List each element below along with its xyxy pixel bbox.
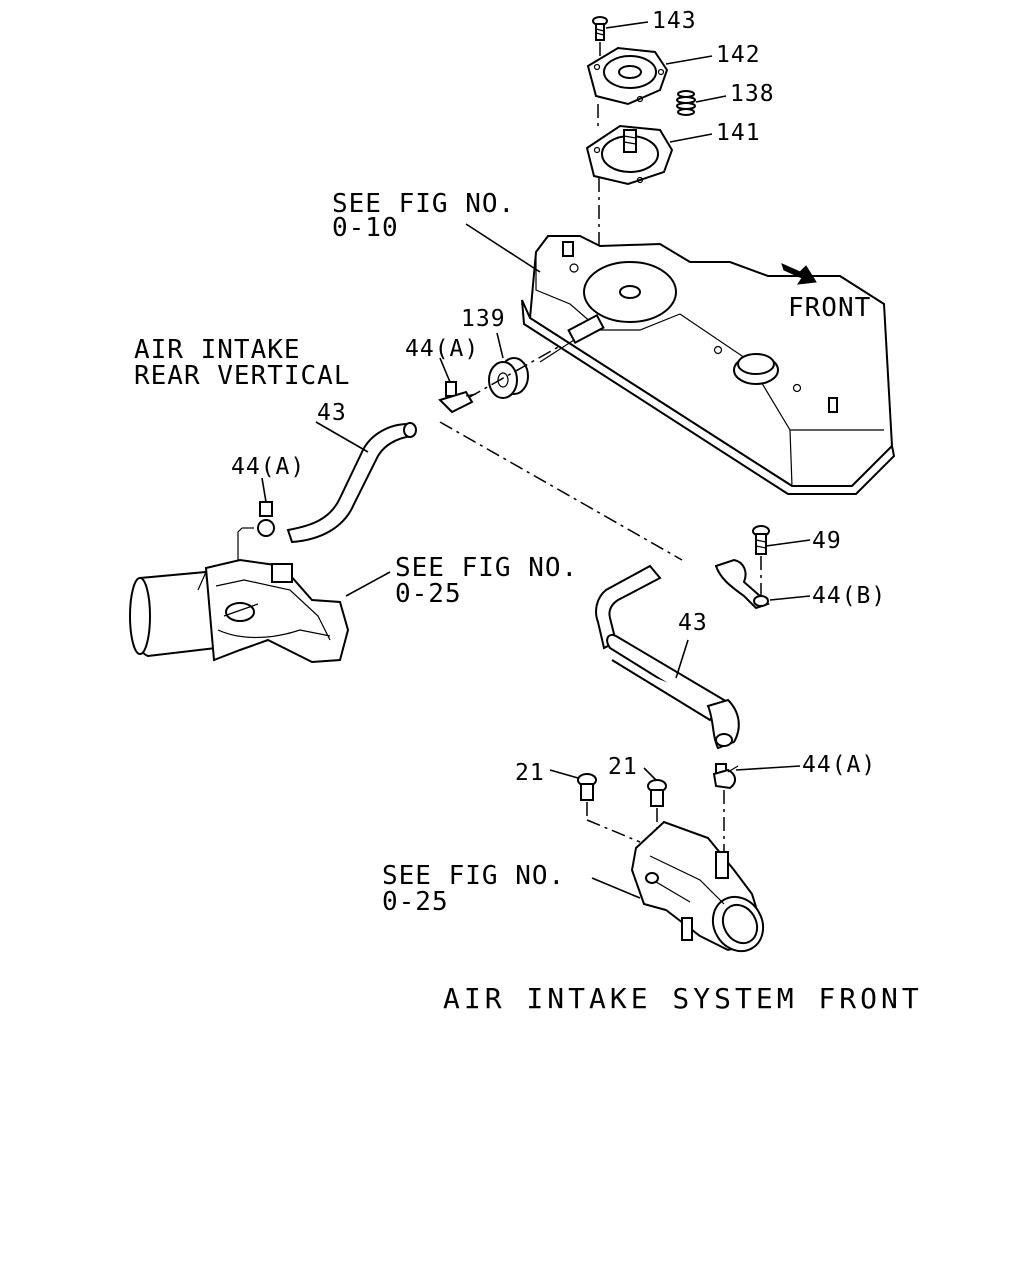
callout-142: 142 xyxy=(716,42,761,68)
callout-44a-bottom: 44(A) xyxy=(802,752,876,778)
callout-43-right: 43 xyxy=(678,610,708,636)
ref-fig-0-25-left-line1: SEE FIG NO. xyxy=(395,553,578,583)
bolt-21-left xyxy=(577,773,597,801)
direction-arrow-icon xyxy=(781,263,817,285)
spring-138 xyxy=(676,90,696,116)
ref-fig-0-25-bottom-line2: 0-25 xyxy=(382,887,449,917)
ref-fig-0-25-left-line2: 0-25 xyxy=(395,579,462,609)
bolt-49 xyxy=(752,525,770,555)
ref-fig-0-10-line1: SEE FIG NO. xyxy=(332,189,515,219)
intake-housing-left xyxy=(129,558,350,664)
note-system-front: AIR INTAKE SYSTEM FRONT xyxy=(443,982,923,1015)
callout-43-left: 43 xyxy=(317,400,347,426)
callout-44b: 44(B) xyxy=(812,583,886,609)
diaphragm-141 xyxy=(585,124,674,186)
callout-139: 139 xyxy=(461,306,506,332)
throttle-body xyxy=(630,820,765,953)
callout-44a-left: 44(A) xyxy=(231,454,305,480)
note-rear-vertical-line2: REAR VERTICAL xyxy=(134,361,351,391)
valve-cover xyxy=(521,235,896,495)
callout-141: 141 xyxy=(716,120,761,146)
hose-43-lower xyxy=(595,564,740,750)
callout-49: 49 xyxy=(812,528,842,554)
callout-143: 143 xyxy=(652,8,697,34)
callout-138: 138 xyxy=(730,81,775,107)
ref-fig-0-10-line2: 0-10 xyxy=(332,213,399,243)
clamp-44b xyxy=(714,558,770,610)
bolt-21-right xyxy=(647,779,667,807)
grommet-139 xyxy=(488,357,529,399)
callout-21-right: 21 xyxy=(608,754,638,780)
clamp-44a-top xyxy=(438,381,477,414)
note-rear-vertical-line1: AIR INTAKE xyxy=(134,335,301,365)
cover-142 xyxy=(586,46,669,106)
clamp-44a-left xyxy=(242,501,275,537)
screw-143 xyxy=(592,16,608,41)
callout-21-left: 21 xyxy=(515,760,545,786)
clamp-44a-bottom xyxy=(712,763,739,790)
front-label: FRONT xyxy=(788,293,871,323)
ref-fig-0-25-bottom-line1: SEE FIG NO. xyxy=(382,861,565,891)
hose-43-upper xyxy=(286,422,417,544)
pcv-valve xyxy=(539,313,605,363)
callout-44a-top: 44(A) xyxy=(405,336,479,362)
